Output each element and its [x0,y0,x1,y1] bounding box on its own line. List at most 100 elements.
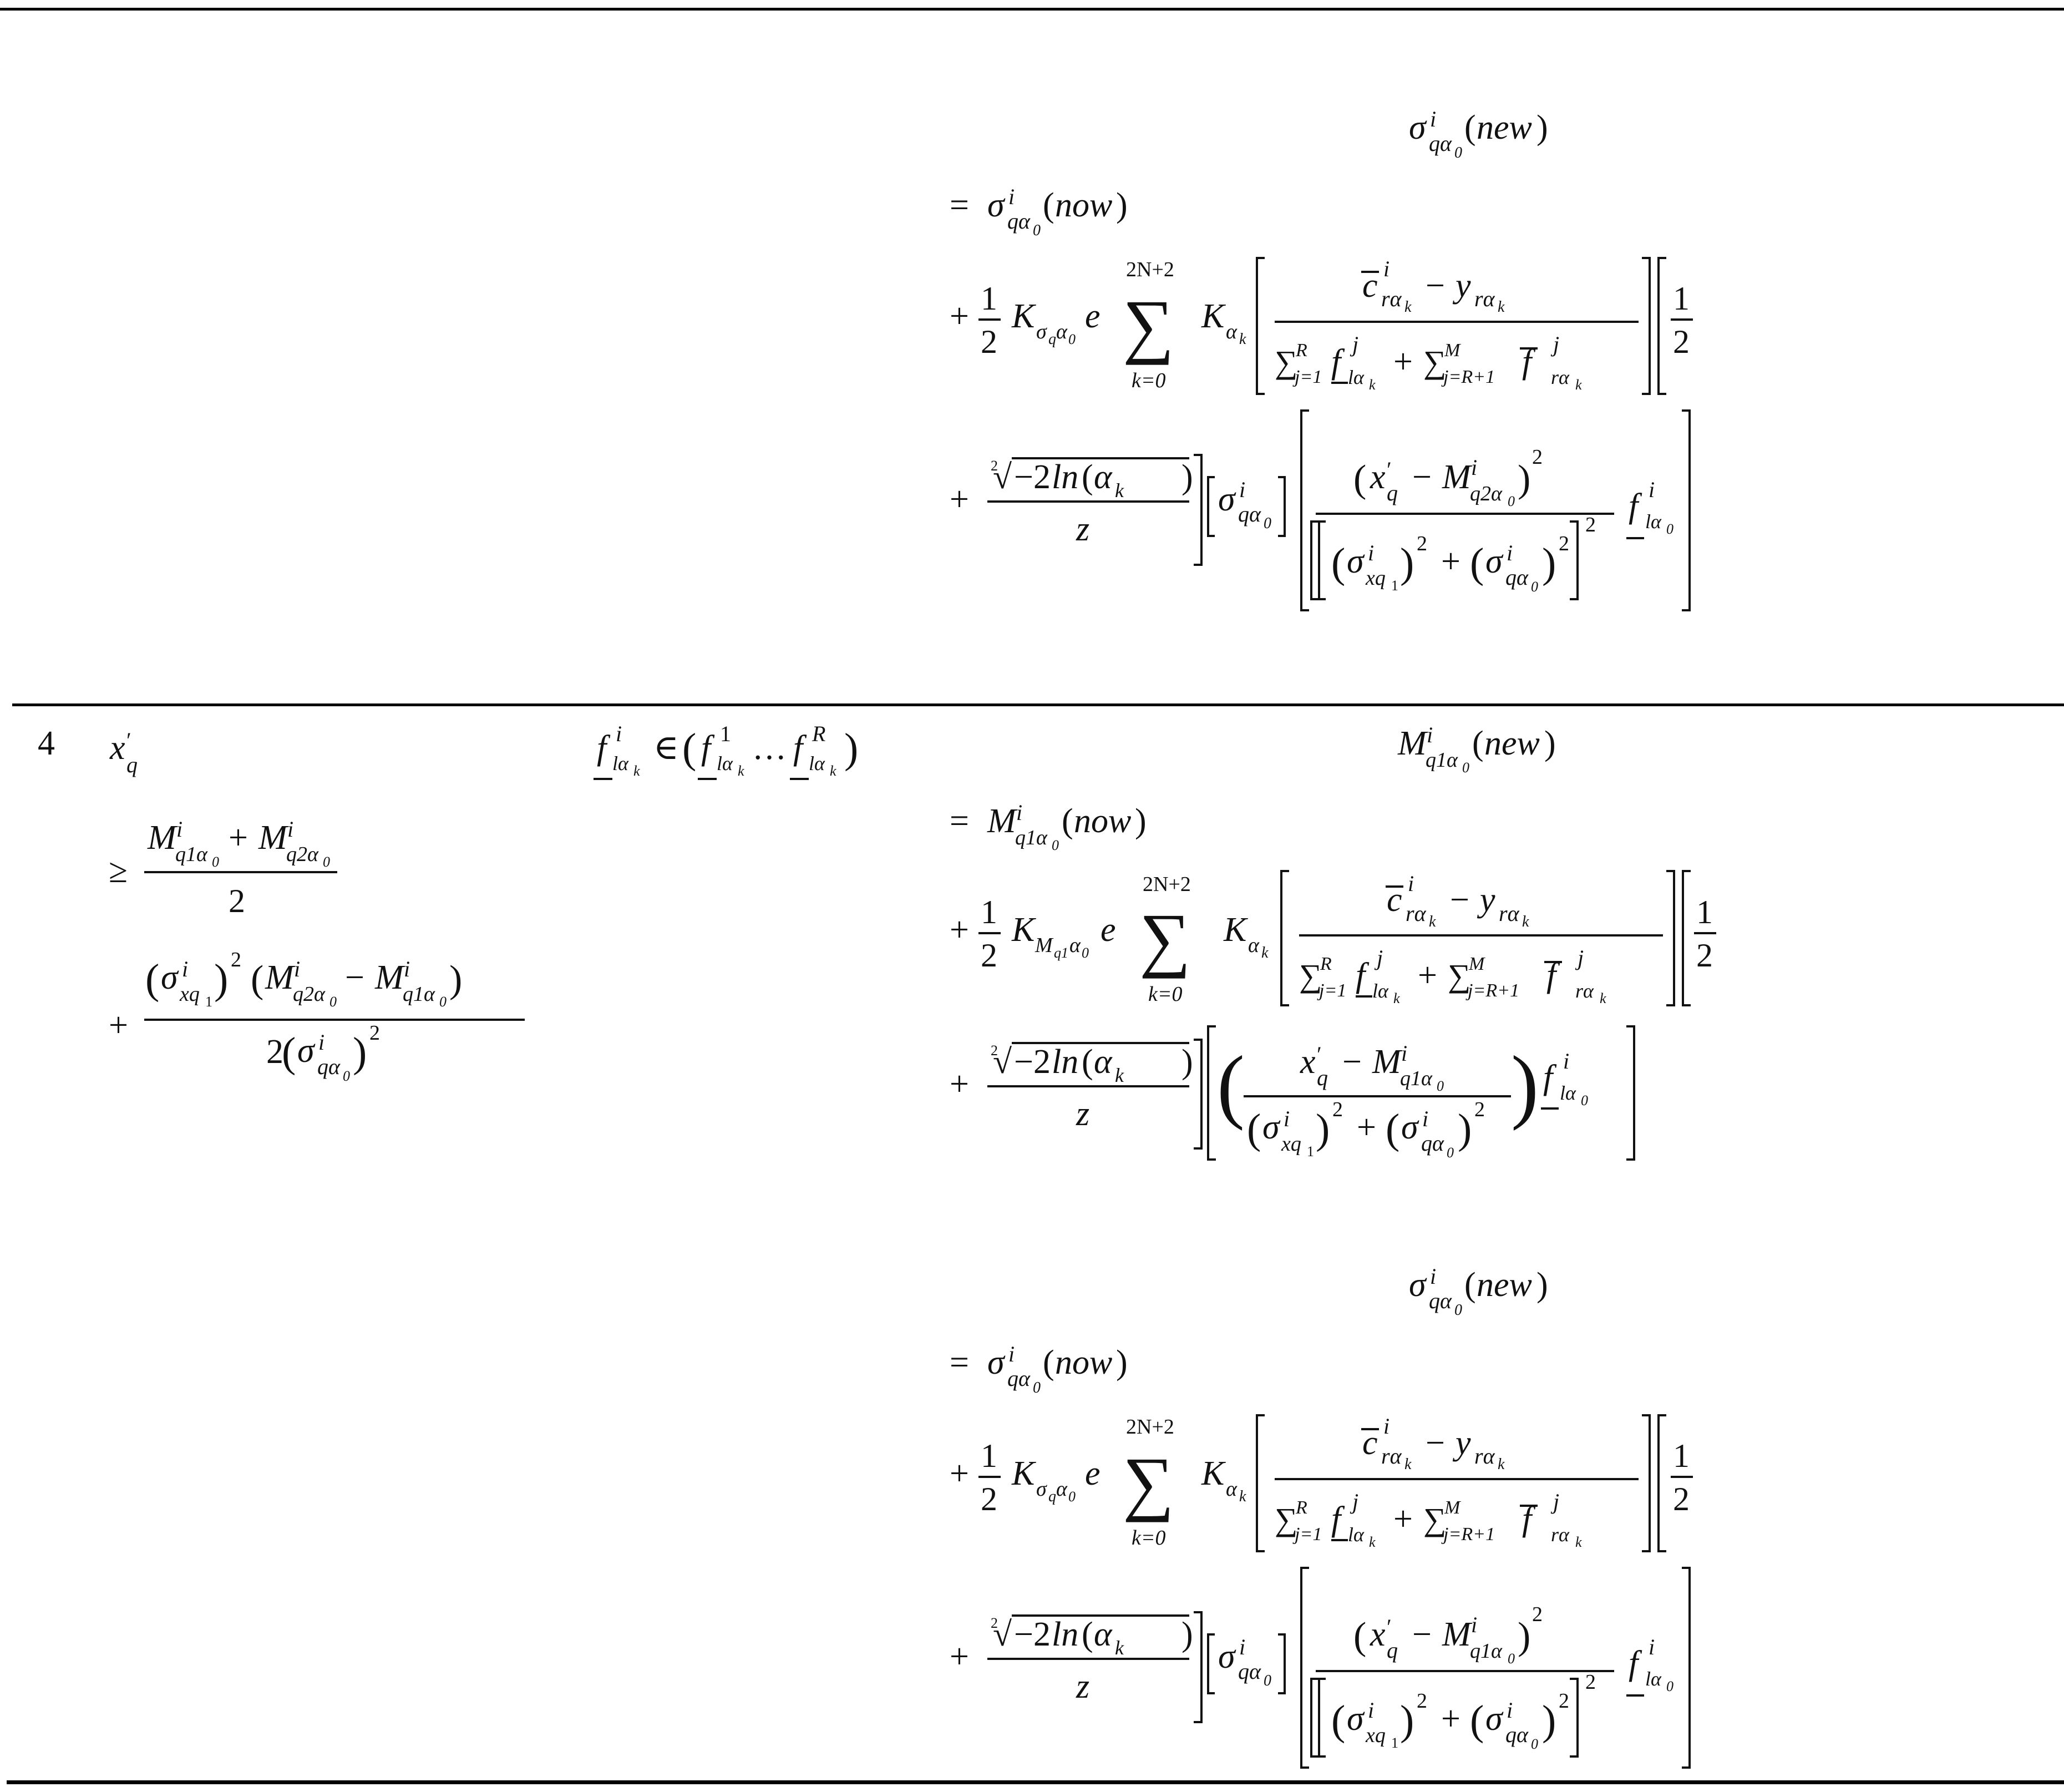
svg-text:y: y [1452,267,1471,305]
svg-text:K: K [1201,297,1226,335]
svg-text:x: x [1370,458,1386,496]
svg-text:q1: q1 [1054,945,1068,961]
svg-text:q1α: q1α [175,843,208,866]
svg-text:k: k [1498,298,1505,316]
svg-text:new: new [1477,109,1532,146]
svg-text:1: 1 [1307,1143,1314,1160]
svg-text:√: √ [993,1043,1012,1081]
svg-text:+: + [1393,1500,1413,1538]
svg-text:f: f [793,729,807,767]
svg-text:K: K [1223,911,1249,949]
svg-text:): ) [1116,1344,1128,1381]
svg-text:0: 0 [1447,1145,1454,1161]
svg-text:′: ′ [1387,1614,1392,1639]
svg-text:f: f [1331,1500,1345,1538]
svg-text:∑: ∑ [1423,344,1446,380]
svg-text:2N+2: 2N+2 [1126,258,1174,281]
svg-text:k: k [1429,913,1436,930]
svg-text:i: i [1383,1414,1389,1439]
svg-text:k: k [1404,298,1412,316]
svg-text:α: α [1248,934,1260,957]
svg-text:xq: xq [1365,1724,1386,1747]
svg-text:lα: lα [1348,366,1365,388]
svg-text:): ) [844,725,858,772]
svg-text:0: 0 [329,994,337,1010]
svg-text:σ: σ [1036,1477,1047,1501]
svg-text:q: q [1317,1065,1328,1090]
svg-text:k: k [1393,990,1400,1006]
svg-text:σ: σ [1218,1638,1236,1675]
svg-text:2: 2 [1585,1670,1596,1694]
svg-text:qα: qα [1238,1659,1261,1684]
svg-text:(: ( [1470,540,1484,586]
svg-text:0: 0 [1581,1092,1588,1108]
svg-text:i: i [1239,477,1245,502]
lower-sigma-update-equation: σ i qα 0 ( new ) = σ i qα 0 ( now ) + 1 … [950,1264,1693,1769]
svg-text:σ: σ [1401,1108,1419,1146]
svg-text:σ: σ [1485,543,1504,580]
svg-text:σ: σ [1218,480,1236,518]
svg-text:K: K [1011,911,1037,949]
svg-text:qα: qα [1429,131,1452,156]
svg-text:k=0: k=0 [1132,1526,1166,1550]
svg-text:x: x [1370,1616,1386,1653]
svg-text:qα: qα [1429,1288,1452,1313]
svg-text:q: q [126,752,138,777]
svg-text:rα: rα [1381,1444,1402,1469]
svg-text:lα: lα [1645,1668,1662,1690]
svg-text:2: 2 [1559,1689,1569,1713]
svg-text:j=1: j=1 [1292,1524,1322,1545]
svg-text:≥: ≥ [109,852,128,890]
svg-text:k: k [1575,377,1582,393]
svg-text:(: ( [145,956,159,1003]
svg-text:i: i [1368,1698,1374,1723]
svg-text:(: ( [1082,1043,1093,1081]
svg-text:−: − [345,959,364,996]
svg-text:x: x [1300,1043,1316,1081]
svg-text:σ: σ [1347,543,1365,580]
svg-text:(: ( [1043,186,1054,224]
svg-text:2: 2 [1332,1098,1343,1121]
svg-text:xq: xq [179,983,200,1006]
svg-text:=: = [950,1344,969,1381]
svg-text:0: 0 [1437,1078,1444,1094]
svg-text:ln: ln [1052,1043,1078,1081]
svg-text:M: M [1372,1043,1403,1081]
svg-text:f: f [1356,956,1370,994]
svg-text:q1α: q1α [1400,1067,1433,1090]
svg-text:−2: −2 [1014,1616,1051,1653]
svg-text:now: now [1055,1344,1112,1381]
svg-text:k: k [1115,1064,1124,1086]
svg-text:2: 2 [991,1042,998,1059]
svg-text:): ) [1181,1043,1193,1081]
svg-text:j: j [1350,1489,1358,1514]
svg-text:(: ( [1043,1344,1054,1381]
svg-text:M: M [1034,934,1054,957]
svg-text:k: k [738,763,744,779]
svg-text:σ: σ [1485,1700,1504,1738]
svg-text:0: 0 [1068,331,1076,347]
svg-text:(: ( [1082,458,1093,496]
svg-text:k: k [1369,377,1376,393]
svg-text:0: 0 [1052,837,1059,853]
svg-text:2: 2 [1673,323,1690,360]
svg-text:1: 1 [720,721,731,746]
svg-text:rα: rα [1551,366,1570,388]
svg-text:1: 1 [981,1437,997,1474]
svg-text:e: e [1085,1455,1101,1492]
svg-text:M: M [265,959,296,996]
svg-text:qα: qα [1007,1366,1031,1391]
svg-text:i: i [1507,1698,1513,1723]
svg-text:i: i [1430,1264,1436,1289]
svg-text:M: M [1468,954,1485,974]
svg-text:f: f [1629,487,1642,525]
svg-text:xq: xq [1281,1132,1301,1156]
svg-text:new: new [1484,725,1540,762]
svg-text:q2α: q2α [286,843,319,866]
svg-text:2: 2 [231,948,241,971]
svg-text:′: ′ [126,728,131,753]
svg-text:−: − [1450,881,1469,919]
svg-text:q: q [1048,331,1056,348]
svg-text:0: 0 [1666,521,1673,537]
svg-text:0: 0 [1531,579,1538,595]
